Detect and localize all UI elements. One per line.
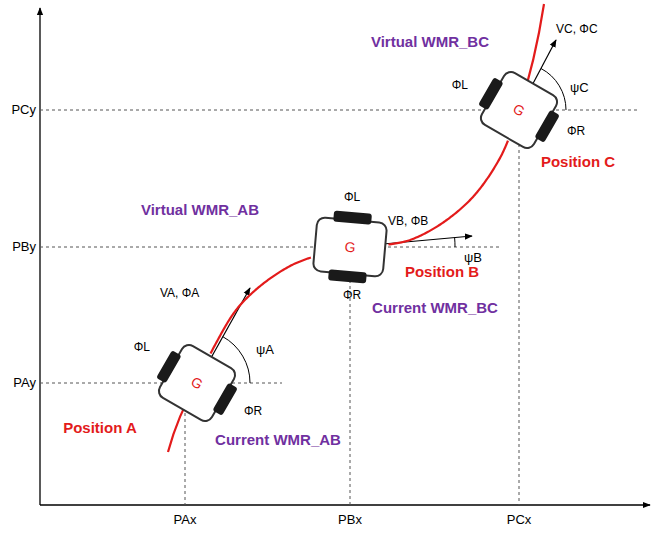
wmr-label: Current WMR_AB xyxy=(215,432,341,449)
velocity-label: VA, ΦA xyxy=(160,287,199,300)
wheel-label: ΦR xyxy=(567,125,585,138)
angle-label: ψC xyxy=(570,81,589,95)
trajectory-segment xyxy=(388,141,508,245)
position-label: Position B xyxy=(405,264,479,281)
trajectory-segment xyxy=(211,258,311,354)
axis-label: PAy xyxy=(13,376,36,390)
x-axis xyxy=(40,504,650,505)
wmr-label: Virtual WMR_AB xyxy=(141,202,259,219)
wheel xyxy=(478,77,504,111)
wmr-label: Current WMR_BC xyxy=(372,300,498,317)
guide-lines xyxy=(40,110,640,505)
wheel-label: ΦR xyxy=(343,289,361,302)
axis-label: PCy xyxy=(11,103,36,117)
angle-arc xyxy=(454,238,455,248)
axis-label: PAx xyxy=(174,513,197,527)
axis-label: PBx xyxy=(338,513,362,527)
center-point-label: G xyxy=(344,239,356,256)
wheel-label: ΦL xyxy=(134,341,150,354)
position-label: Position A xyxy=(63,420,137,437)
wheel-label: ΦR xyxy=(244,405,262,418)
wheel-label: ΦL xyxy=(452,79,468,92)
wmr-label: Virtual WMR_BC xyxy=(371,34,489,51)
center-point-label: G xyxy=(510,100,527,119)
angle-label: ψA xyxy=(256,343,274,357)
robot-body: G xyxy=(312,216,389,278)
robot-body: G xyxy=(155,341,240,426)
axis-label: PCx xyxy=(507,513,532,527)
wheel xyxy=(333,210,372,224)
velocity-label: VB, ΦB xyxy=(388,215,428,228)
robot-body: G xyxy=(477,68,562,153)
center-point-label: G xyxy=(188,373,205,392)
wheel xyxy=(328,269,367,283)
wheel-label: ΦL xyxy=(344,191,360,204)
wheel xyxy=(156,350,182,384)
axis-label: PBy xyxy=(12,240,36,254)
velocity-label: VC, ΦC xyxy=(556,23,598,36)
position-label: Position C xyxy=(541,154,615,171)
wheel xyxy=(534,109,560,143)
y-axis xyxy=(39,8,40,505)
wheel xyxy=(212,382,238,416)
